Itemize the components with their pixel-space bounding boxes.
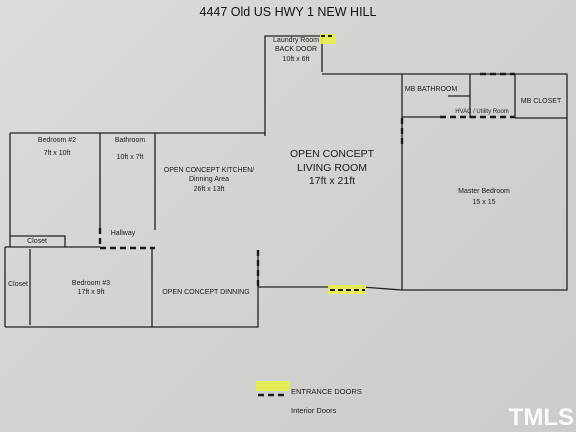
bedroom3-label: Bedroom #3 17ft x 9ft	[71, 280, 111, 297]
closet-top-label: Closet	[27, 238, 47, 245]
hvac-label: HVAC / Utility Room	[455, 109, 509, 115]
bedroom2-label: Bedroom #2 7ft x 10ft	[37, 137, 77, 158]
living-room-label: OPEN CONCEPT LIVING ROOM 17ft x 21ft	[289, 148, 375, 188]
closet-left-label: Closet	[8, 281, 28, 288]
hallway-label: Hallway	[110, 230, 136, 237]
page-title: 4447 Old US HWY 1 NEW HILL	[199, 5, 377, 19]
bathroom-label: Bathroom 10ft x 7ft	[114, 137, 146, 162]
bottom-right-wall	[361, 118, 568, 291]
watermark-logo: TMLS	[508, 404, 574, 431]
bottom-left-wall	[5, 286, 330, 328]
entrance-doors	[256, 34, 366, 391]
interior-doors	[98, 72, 515, 397]
closet-top-wall	[10, 235, 66, 247]
back-door-highlight	[320, 34, 336, 44]
top-right-wall	[322, 73, 568, 118]
master-bedroom-label: Master Bedroom 15 x 15	[458, 188, 510, 207]
laundry-wall	[264, 35, 323, 136]
legend-interior-label: Interior Doors	[291, 406, 337, 415]
laundry-room-label: Laundry Room BACK DOOR 10ft x 6ft	[273, 37, 319, 63]
walls	[4, 35, 568, 328]
mb-bathroom-label: MB BATHROOM	[404, 86, 458, 93]
dining-label: OPEN CONCEPT DINNING	[162, 289, 250, 296]
kitchen-label: OPEN CONCEPT KITCHEN/ Dinning Area 26ft …	[163, 167, 255, 193]
mb-closet-label: MB CLOSET	[520, 98, 562, 105]
legend-entrance-label: ENTRANCE DOORS	[291, 387, 362, 396]
legend-entrance-swatch	[256, 381, 290, 391]
